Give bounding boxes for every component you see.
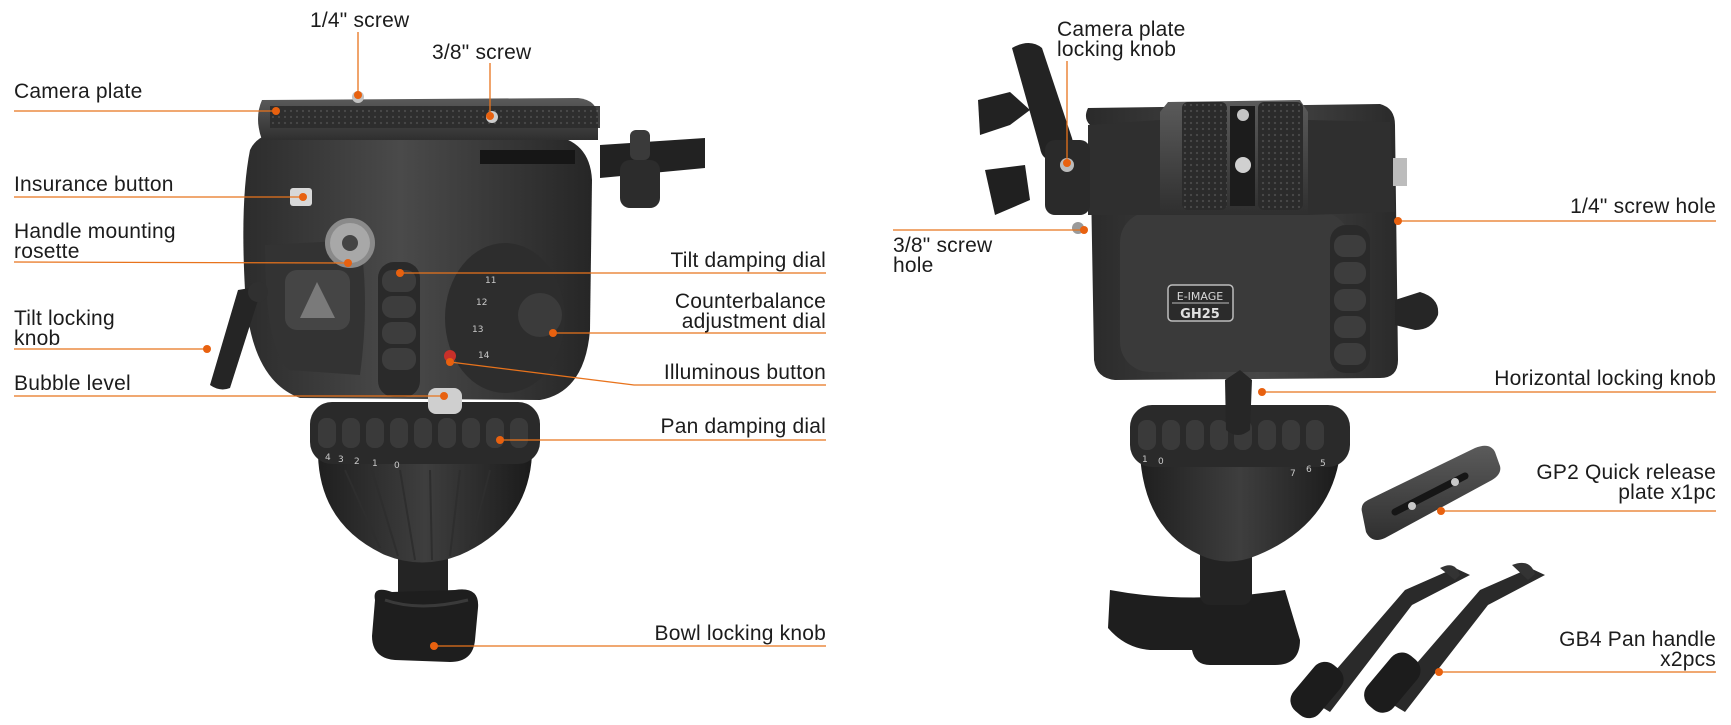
right-fluid-head-illustration: 1 0 7 6 5 E-IMAGE GH25: [978, 43, 1545, 719]
label-three-eighths-screw: 3/8" screw: [432, 41, 532, 64]
dot-screw-hole-14: [1394, 217, 1402, 225]
tilt-scale-digit: 11: [485, 276, 496, 286]
label-gp2: GP2 Quick release plate x1pc: [1536, 461, 1716, 504]
dot-camera-plate: [272, 107, 280, 115]
dot-illuminous: [446, 358, 454, 366]
dot-bowl-locking: [430, 642, 438, 650]
label-counterbalance: Counterbalance adjustment dial: [674, 290, 826, 333]
dot-three-eighths-screw: [486, 112, 494, 120]
dot-screw-hole-38: [1080, 226, 1088, 234]
label-handle-rosette: Handle mounting rosette: [14, 220, 176, 263]
left-fluid-head-illustration: 4 3 2 1 0 13 12 11 14: [210, 91, 705, 662]
label-horizontal-locking: Horizontal locking knob: [1494, 367, 1716, 390]
counterbalance-dial-shape: [445, 243, 565, 393]
label-bowl-locking: Bowl locking knob: [654, 622, 826, 645]
horizontal-side-knob-shape: [1395, 292, 1439, 330]
pan-scale-digit: 1: [372, 459, 378, 469]
gb4-pan-handles-shape: [1290, 562, 1545, 719]
right-pan-scale-digit: 0: [1158, 457, 1164, 467]
badge-brand-text: E-IMAGE: [1177, 290, 1224, 303]
label-gb4-line2: x2pcs: [1660, 648, 1716, 671]
label-quarter-screw: 1/4" screw: [310, 9, 410, 32]
dot-counterbalance: [549, 329, 557, 337]
horizontal-locking-knob-shape: [1225, 370, 1252, 435]
label-bubble-level: Bubble level: [14, 372, 131, 395]
label-tilt-locking-line1: Tilt locking: [14, 307, 115, 330]
label-screw-hole-38: 3/8" screw hole: [893, 234, 993, 277]
dot-tilt-locking: [203, 345, 211, 353]
tilt-scale-digit: 14: [478, 351, 490, 361]
left-bowl: [318, 455, 532, 563]
leader-illuminous: [449, 361, 826, 386]
tilt-locking-knob-shape: [210, 286, 262, 390]
label-camera-plate-lock-line2: locking knob: [1057, 38, 1177, 61]
label-illuminous-button: Illuminous button: [663, 361, 826, 384]
dot-tilt-damping: [396, 269, 404, 277]
label-screw-hole-38-line1: 3/8" screw: [893, 234, 993, 257]
label-gb4-line1: GB4 Pan handle: [1559, 628, 1716, 651]
dot-gp2: [1437, 507, 1445, 515]
label-insurance-button: Insurance button: [14, 173, 174, 196]
pan-scale-digit: 0: [394, 461, 400, 471]
right-pan-scale-digit: 5: [1320, 459, 1326, 469]
label-gb4: GB4 Pan handle x2pcs: [1559, 628, 1716, 671]
leader-dots: [203, 91, 1445, 676]
badge-model-text: GH25: [1180, 307, 1220, 322]
label-handle-rosette-line2: rosette: [14, 240, 80, 263]
label-gp2-line2: plate x1pc: [1618, 481, 1716, 504]
label-camera-plate: Camera plate: [14, 80, 143, 103]
label-camera-plate-lock: Camera plate locking knob: [1057, 18, 1186, 61]
dot-gb4: [1435, 668, 1443, 676]
pan-scale-digit: 4: [325, 453, 331, 463]
label-counterbalance-line2: adjustment dial: [681, 310, 826, 333]
right-pan-scale-digit: 7: [1290, 469, 1296, 479]
right-bowl: [1140, 455, 1340, 562]
right-pan-scale-digit: 1: [1142, 455, 1148, 465]
tilt-scale-digit: 13: [472, 325, 483, 335]
label-counterbalance-line1: Counterbalance: [674, 290, 826, 313]
label-handle-rosette-line1: Handle mounting: [14, 220, 176, 243]
label-screw-hole-14: 1/4" screw hole: [1570, 195, 1716, 218]
label-screw-hole-38-line2: hole: [893, 254, 934, 277]
dot-quarter-screw: [354, 91, 362, 99]
pan-scale-digit: 2: [354, 457, 360, 467]
dot-camera-plate-lock: [1063, 159, 1071, 167]
right-pan-scale-digit: 6: [1306, 465, 1312, 475]
dot-horizontal-locking: [1258, 388, 1266, 396]
bubble-level-shape: [428, 388, 462, 414]
dot-rosette: [344, 259, 352, 267]
tilt-scale-digit: 12: [476, 298, 487, 308]
bowl-locking-knob-shape: [372, 589, 479, 662]
dot-insurance: [299, 193, 307, 201]
pan-scale-digit: 3: [338, 455, 344, 465]
dot-pan-damping: [496, 436, 504, 444]
leader-handle-rosette: [13, 261, 349, 264]
camera-plate-locking-knob-shape: [1012, 43, 1074, 160]
label-tilt-locking-line2: knob: [14, 327, 61, 350]
label-pan-damping: Pan damping dial: [660, 415, 826, 438]
label-camera-plate-lock-line1: Camera plate: [1057, 18, 1186, 41]
leader-lines: [13, 32, 1716, 673]
label-tilt-damping: Tilt damping dial: [670, 249, 826, 272]
label-gp2-line1: GP2 Quick release: [1536, 461, 1716, 484]
dot-bubble-level: [440, 392, 448, 400]
label-tilt-locking: Tilt locking knob: [14, 307, 115, 350]
illuminous-button-shape: [444, 350, 456, 362]
